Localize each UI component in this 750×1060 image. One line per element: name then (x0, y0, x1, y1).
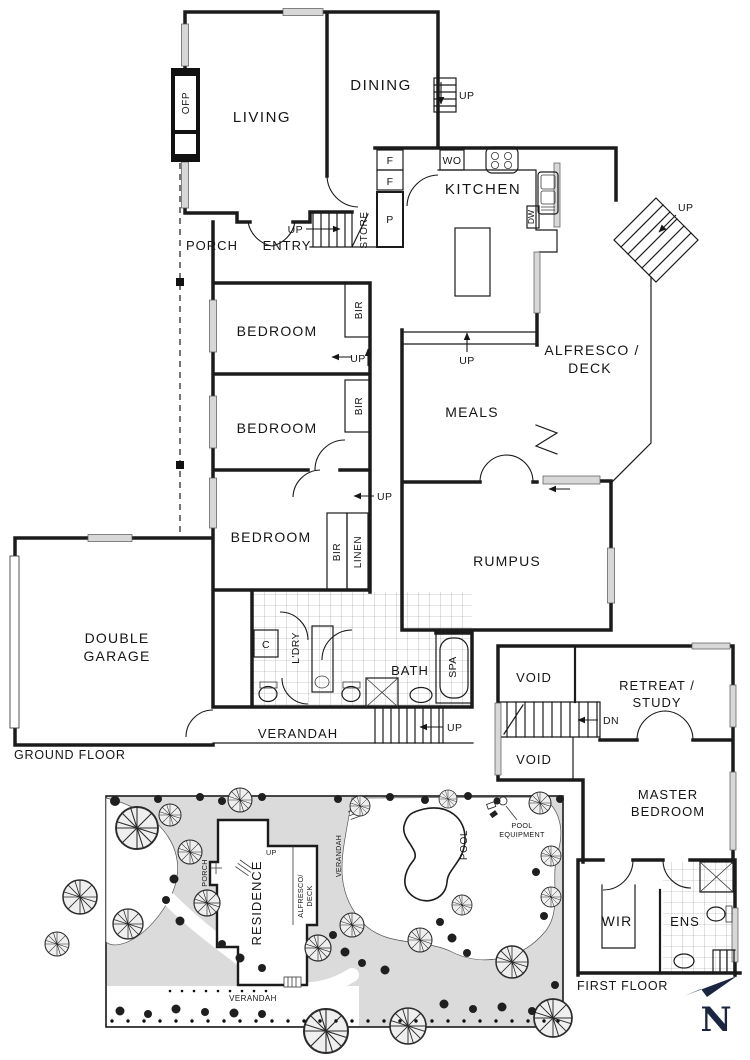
up-label-hall2: UP (377, 491, 392, 503)
pantry-label: P (386, 214, 393, 226)
bir3-label: BIR (332, 543, 343, 561)
wir-robe (601, 884, 636, 949)
porch-post (176, 278, 184, 286)
bath-label: BATH (391, 663, 429, 678)
up-label-deck-stairs: UP (678, 202, 693, 214)
fireplace: OFP (171, 68, 200, 162)
site-verandah-side-label: VERANDAH (334, 835, 343, 877)
first-floor-title: FIRST FLOOR (577, 979, 668, 993)
dn-label: DN (603, 715, 619, 727)
porch-cross (210, 862, 222, 874)
garage-label-2: GARAGE (83, 648, 150, 664)
site-plan: RESIDENCE PORCH ALFRESCO/ DECK VERANDAH … (44, 787, 573, 1054)
kitchen-fixtures (439, 146, 559, 297)
site-residence-label: RESIDENCE (249, 861, 264, 946)
dining-label: DINING (350, 77, 412, 94)
up-label-hall1: UP (350, 353, 365, 365)
bir2-label: BIR (354, 397, 365, 415)
bedroom1-label: BEDROOM (237, 323, 318, 339)
up-label-dining: UP (459, 90, 474, 102)
site-verandah-bottom-label: VERANDAH (229, 994, 277, 1003)
pool-outline (403, 807, 466, 902)
master-label-2: BEDROOM (631, 804, 705, 819)
alfresco-label-2: DECK (568, 360, 612, 376)
compass: N (684, 976, 737, 1040)
pool-equipment-icons (486, 796, 518, 821)
garage-label-1: DOUBLE (85, 630, 150, 646)
store-label: STORE (359, 211, 370, 248)
compass-north-label: N (700, 1000, 731, 1040)
first-floor-windows (494, 642, 739, 963)
bathroom-fixtures (253, 625, 473, 708)
verandah-label: VERANDAH (258, 726, 338, 741)
laundry-label: L'DRY (290, 632, 302, 664)
fridge-label-1: F (387, 155, 394, 167)
windows (9, 8, 615, 729)
dishwasher-label: DW (526, 210, 536, 224)
stair-rails (497, 701, 601, 781)
bir1-label: BIR (354, 301, 365, 319)
ensuite-fixtures (673, 861, 736, 974)
kitchen-label: KITCHEN (445, 181, 521, 198)
meals-label: MEALS (445, 404, 498, 420)
up-label-entry: UP (288, 224, 303, 236)
up-arrows (331, 332, 570, 500)
site-alfresco-label-2: DECK (305, 885, 314, 906)
wir-label: WIR (602, 913, 633, 929)
master-label-1: MASTER (638, 787, 698, 802)
rumpus-label: RUMPUS (473, 553, 541, 569)
ofp-label: OFP (181, 92, 192, 114)
void2-label: VOID (516, 752, 552, 767)
ground-floor-title: GROUND FLOOR (14, 748, 126, 762)
first-floor-door-swings (602, 710, 694, 891)
bedroom3-label: BEDROOM (231, 529, 312, 545)
porch-label: PORCH (186, 238, 238, 253)
spa-label: SPA (447, 656, 459, 677)
site-pool-label: POOL (459, 830, 470, 860)
robes (326, 282, 371, 591)
porch-post (176, 461, 184, 469)
bedroom2-label: BEDROOM (237, 420, 318, 436)
first-floor: VOID RETREAT / STUDY DN VOID MASTER BEDR… (494, 642, 742, 993)
site-porch-label: PORCH (200, 859, 209, 886)
void1-label: VOID (516, 670, 552, 685)
site-pool-equip-label-2: EQUIPMENT (499, 830, 545, 839)
garage-door (9, 555, 20, 729)
dn-stairs (503, 701, 598, 738)
up-label-verandah: UP (447, 722, 462, 734)
north-arrow-icon (684, 976, 737, 997)
alfresco-label-1: ALFRESCO / (544, 342, 639, 358)
linen-label: LINEN (353, 536, 364, 568)
fence-dots (110, 989, 560, 1023)
site-up-label: UP (266, 848, 277, 857)
door-swings (185, 174, 534, 738)
up-label-meals: UP (459, 355, 474, 367)
verandah-stairs (374, 707, 444, 744)
living-label: LIVING (233, 109, 291, 126)
wall-oven-label: WO (443, 155, 462, 167)
fridge-label-2: F (387, 176, 394, 188)
shrubs (110, 792, 564, 1018)
residence-footprint (208, 818, 319, 987)
ensuite-tiles (663, 862, 735, 973)
entry-stairs (306, 211, 404, 248)
ground-floor: OFP (9, 8, 699, 762)
meals-step (401, 331, 538, 345)
ens-label: ENS (670, 914, 700, 929)
deck-diagonal-stairs (613, 197, 699, 283)
first-floor-interior-walls (573, 644, 662, 975)
retreat-label-2: STUDY (632, 695, 681, 710)
wall-break-symbol (534, 424, 559, 455)
site-pool-equip-label-1: POOL (511, 821, 532, 830)
kitchen-cupboards (376, 149, 404, 248)
retreat-label-1: RETREAT / (619, 678, 695, 693)
deck-edge (610, 276, 652, 484)
dining-stairs (433, 77, 457, 113)
bathroom-tiles (250, 592, 472, 707)
entry-label: ENTRY (263, 238, 312, 253)
site-alfresco-label-1: ALFRESCO/ (296, 874, 305, 917)
closet-label: C (262, 639, 270, 651)
